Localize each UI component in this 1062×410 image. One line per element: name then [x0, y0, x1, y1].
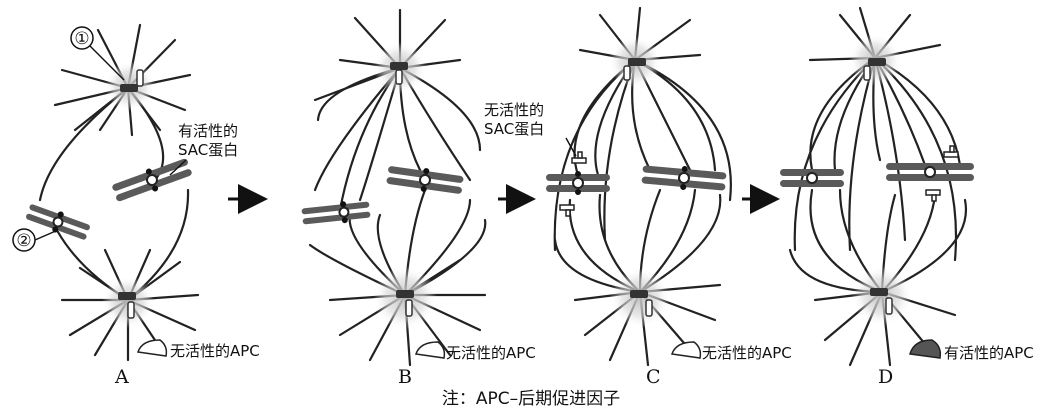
active-sac-label-line1: 有活性的	[178, 122, 238, 140]
chromosome	[780, 169, 844, 187]
inactive-sac-label-line2: SAC蛋白	[484, 120, 544, 138]
panel-letter-b: B	[398, 366, 412, 388]
marker-1-text: ①	[74, 29, 89, 49]
chromosome	[301, 199, 371, 228]
footnote: 注：APC–后期促进因子	[442, 389, 620, 409]
marker-2-text: ②	[16, 231, 31, 251]
inactive-apc-icon	[672, 342, 700, 358]
chromosome	[110, 155, 193, 205]
apc-label-a: 无活性的APC	[170, 342, 260, 360]
apc-label-d: 有活性的APC	[944, 344, 1034, 362]
panel-letter-a: A	[114, 366, 129, 388]
panel-letter-d: D	[878, 366, 893, 388]
marker-2: ②	[13, 229, 58, 251]
panel-d: 有活性的APC D	[780, 8, 1034, 388]
apc-label-c: 无活性的APC	[702, 344, 792, 362]
active-sac-label-line2: SAC蛋白	[178, 141, 238, 159]
active-apc-icon	[910, 340, 940, 358]
inactive-apc-icon	[416, 342, 444, 358]
apc-label-b: 无活性的APC	[446, 344, 536, 362]
panel-letter-c: C	[646, 366, 661, 388]
panel-a: ① ② 有活性的 SAC蛋白 无活性的APC A	[13, 25, 260, 388]
inactive-apc-icon	[138, 340, 166, 356]
inactive-sac-label-line1: 无活性的	[484, 101, 544, 119]
chromosome	[546, 171, 610, 195]
marker-1: ①	[71, 27, 124, 80]
